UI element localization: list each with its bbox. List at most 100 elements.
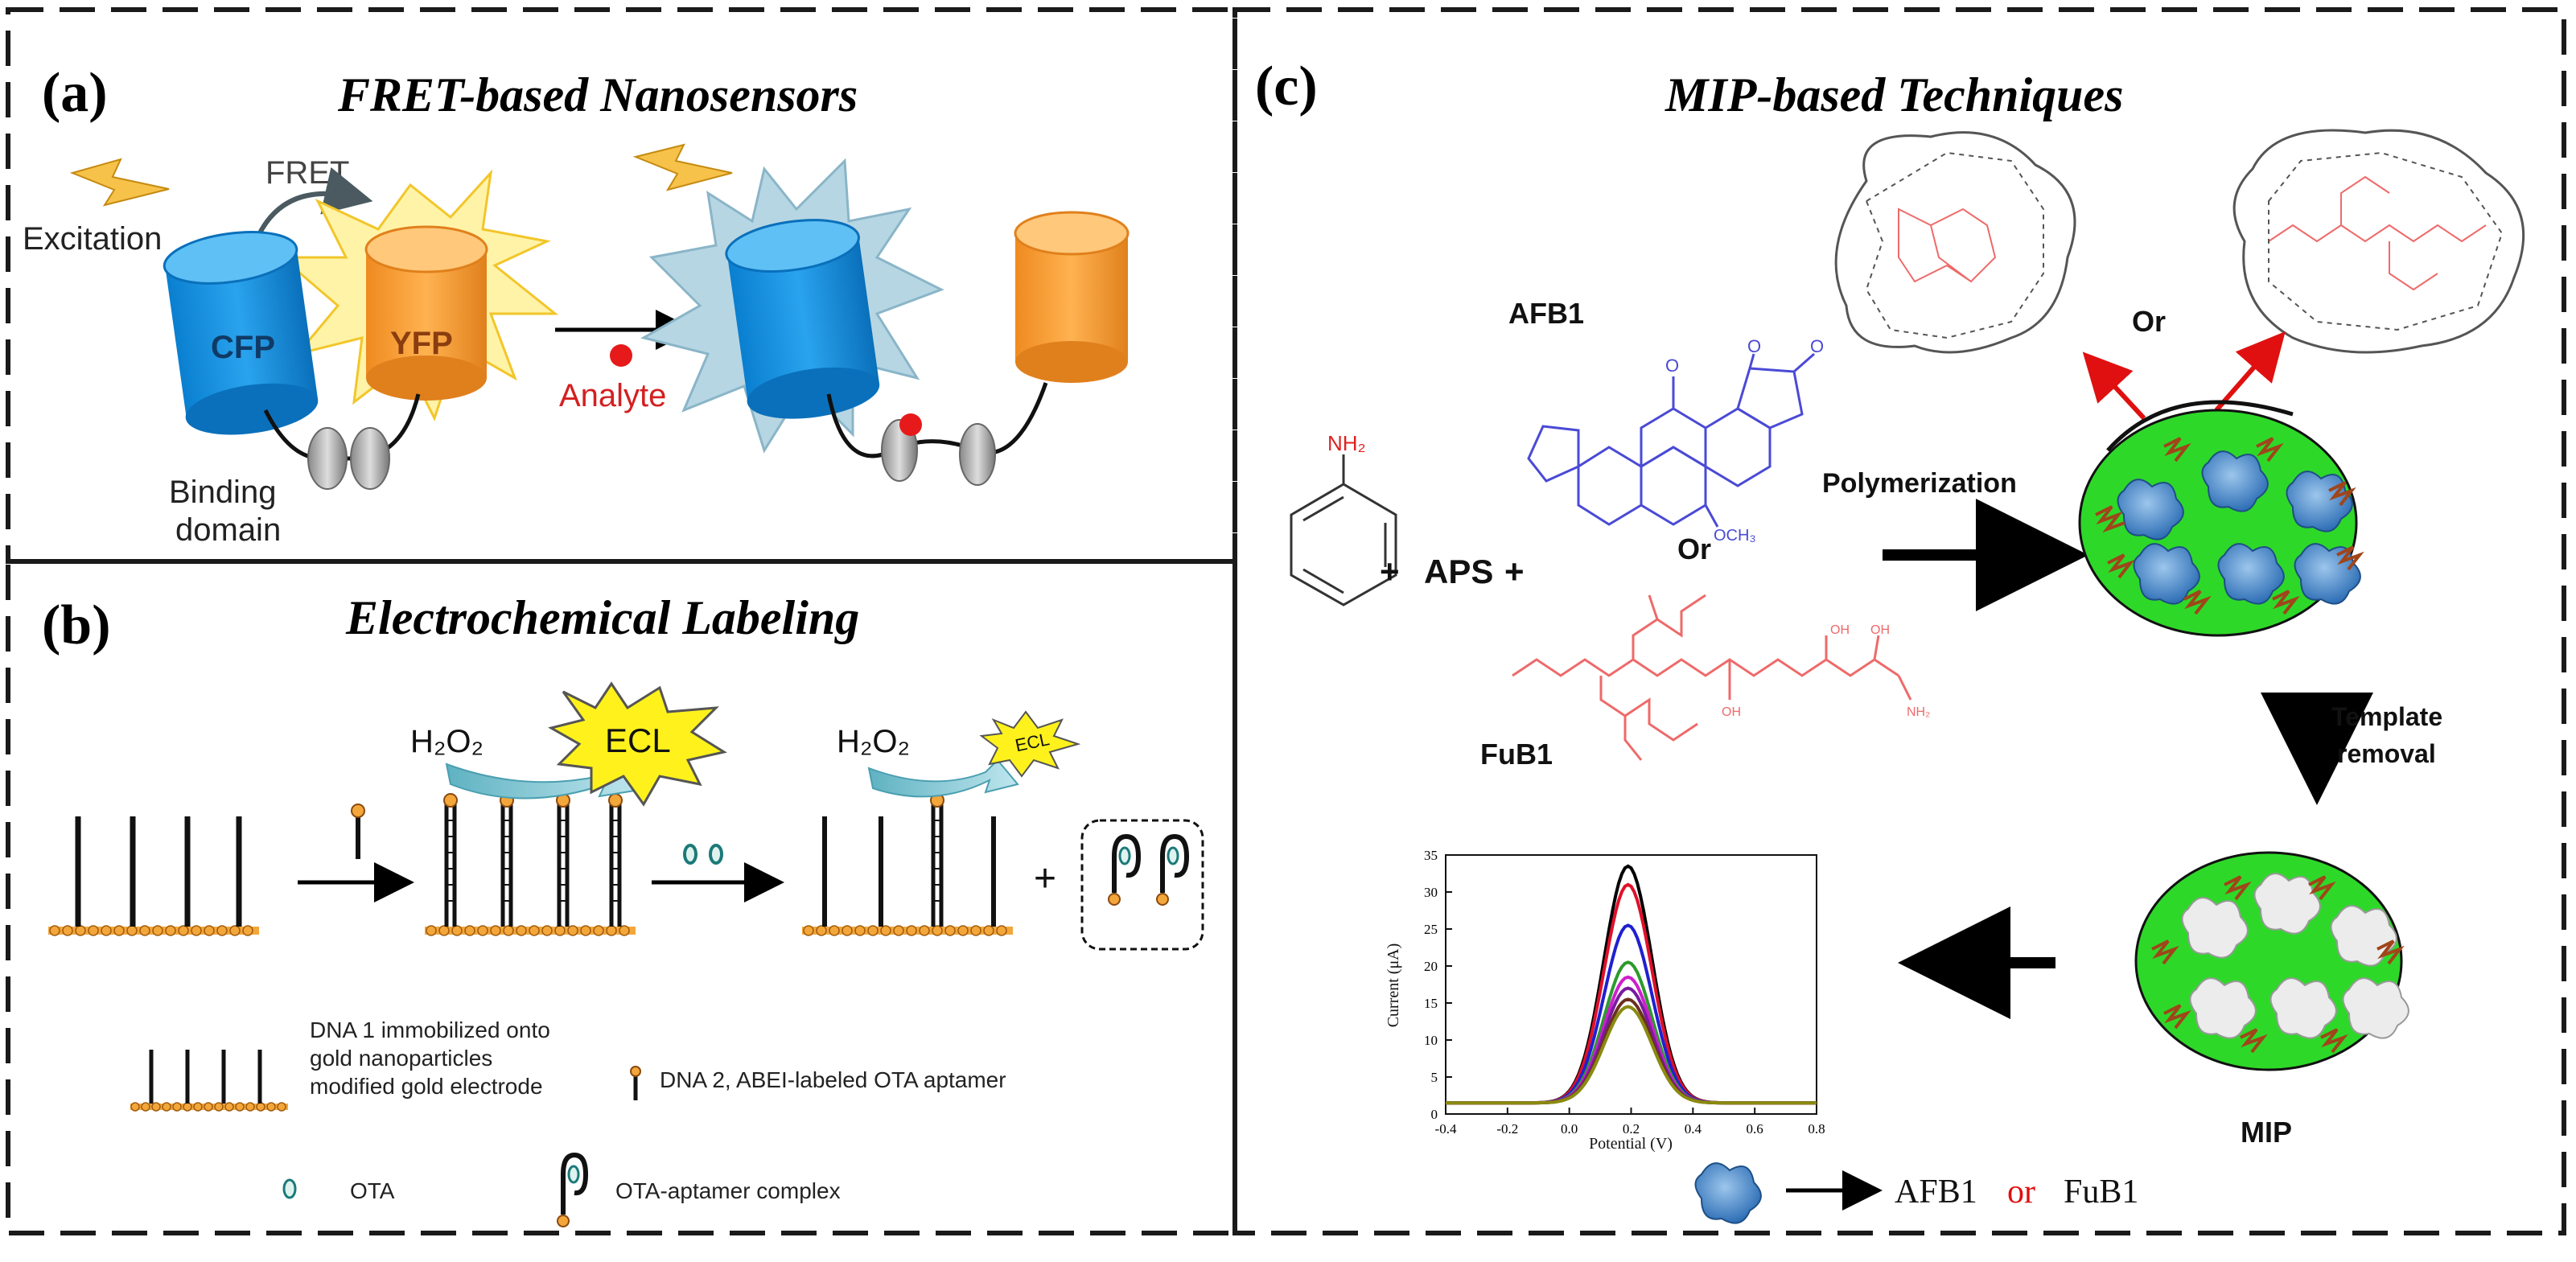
chart-y-tick-label: 25	[1424, 922, 1438, 937]
chart-y-tick-label: 0	[1431, 1107, 1438, 1122]
chart-x-tick-label: 0.6	[1747, 1121, 1763, 1137]
dna2-probe-icon	[351, 804, 365, 859]
fub1-atom: OH	[1870, 623, 1890, 637]
inset-arrow	[2082, 351, 2146, 421]
panel-b-letter: (b)	[42, 594, 111, 656]
fub1-atom: NH₂	[1907, 705, 1930, 719]
legend-dna2-text: DNA 2, ABEI-labeled OTA aptamer	[660, 1067, 1006, 1092]
afb1-structure	[1527, 352, 1815, 528]
plus-sign: +	[1380, 553, 1400, 590]
polymer-cavity-fub1-contents	[2268, 151, 2504, 331]
chart-x-tick-label: 0.8	[1808, 1121, 1825, 1137]
ota-aptamer-complex-icon	[1108, 833, 1190, 906]
afb1-o: O	[1665, 356, 1679, 376]
chart-plot-frame	[1445, 854, 1817, 1115]
panel-b-title: Electrochemical Labeling	[345, 591, 859, 644]
chart-y-tick-label: 30	[1424, 885, 1438, 900]
excitation-label: Excitation	[23, 221, 162, 257]
legend-dna1-text: DNA 1 immobilized onto	[310, 1017, 550, 1042]
template-removal-label: removal	[2337, 739, 2436, 768]
surface-loop	[2106, 400, 2294, 452]
chart-x-tick-label: 0.0	[1561, 1121, 1578, 1137]
nh2-label: NH₂	[1327, 431, 1366, 455]
hybridized-electrode	[425, 793, 636, 936]
empty-cavities	[2181, 873, 2409, 1039]
dna1-electrode	[48, 816, 259, 936]
afb1-label: AFB1	[1508, 297, 1584, 330]
panel-a-frame	[6, 7, 1237, 564]
polymer-cavity-fub1	[2232, 129, 2525, 354]
polymer-cavity-afb1-contents	[1865, 151, 2044, 339]
chart-series-group	[1446, 864, 1817, 1105]
legend-ota-text: OTA	[350, 1178, 395, 1203]
afb1-och3: OCH₃	[1714, 527, 1756, 545]
fub1-label: FuB1	[1480, 738, 1553, 771]
or-label-top: Or	[2132, 305, 2166, 338]
panel-c: (c) MIP-based Techniques NH₂ + APS + AFB…	[1255, 55, 2525, 1224]
template-removal-label: Template	[2331, 702, 2442, 731]
chart-y-tick-label: 20	[1424, 959, 1438, 974]
binding-bead	[959, 423, 996, 486]
h2o2-ribbon	[445, 758, 641, 800]
binding-linker-bound	[826, 382, 1048, 458]
chart-y-tick-label: 35	[1424, 848, 1438, 863]
chart-xlabel: Potential (V)	[1589, 1135, 1673, 1153]
binding-bead	[350, 427, 390, 490]
binding-bead	[307, 427, 348, 490]
fret-label: FRET	[265, 155, 349, 191]
panel-a: (a) FRET-based Nanosensors Excitation FR…	[23, 62, 1130, 548]
legend-complex-icon	[557, 1152, 589, 1227]
panel-a-letter: (a)	[42, 62, 108, 124]
panel-b-frame	[6, 559, 1237, 1235]
chart-series-7	[1446, 1005, 1817, 1105]
panel-frames	[6, 7, 2566, 1235]
plus-sign: +	[1034, 857, 1056, 900]
analyte-dot-bound	[899, 413, 922, 436]
cfp-label: CFP	[211, 330, 275, 365]
ecl-burst-large	[548, 681, 727, 807]
legend-fub1: FuB1	[2064, 1174, 2138, 1211]
h2o2-label: H₂O₂	[837, 724, 910, 759]
chart-y-tick-label: 5	[1431, 1070, 1438, 1085]
legend-dna1-text: gold nanoparticles	[310, 1046, 492, 1071]
cfp-cylinder-bright	[725, 219, 880, 419]
analyte-dot	[610, 344, 632, 367]
chart-y-tick-label: 15	[1424, 996, 1438, 1011]
chart-x-tick-label: -0.2	[1496, 1121, 1518, 1137]
legend-dna1-icon	[130, 1050, 288, 1112]
polymer-chains	[2095, 437, 2364, 615]
binding-domain-label: domain	[175, 512, 281, 548]
h2o2-ribbon	[867, 758, 1019, 798]
h2o2-label: H₂O₂	[410, 724, 484, 759]
legend-ota-icon	[282, 1178, 297, 1199]
fub1-atom: OH	[1722, 705, 1741, 719]
inset-arrow	[2214, 331, 2286, 412]
chart-x-tick-label: 0.2	[1623, 1121, 1640, 1137]
fret-arrow	[253, 166, 373, 243]
legend-or: or	[2007, 1174, 2035, 1211]
panel-c-letter: (c)	[1255, 55, 1318, 117]
template-legend-icon	[1694, 1162, 1762, 1224]
legend-afb1: AFB1	[1895, 1174, 1977, 1211]
displaced-electrode	[802, 793, 1013, 936]
legend-complex-text: OTA-aptamer complex	[615, 1178, 841, 1203]
legend-dna2-icon	[630, 1066, 641, 1100]
cfp-cylinder	[163, 231, 319, 435]
chart-y-ticks: 0 5 10 15 20 25 30 35	[1424, 848, 1452, 1122]
ecl-label-large: ECL	[605, 721, 671, 759]
ecl-burst-small	[979, 710, 1081, 778]
chart-y-tick-label: 10	[1424, 1033, 1438, 1048]
legend-dna1-text: modified gold electrode	[310, 1074, 543, 1099]
analyte-label: Analyte	[559, 378, 666, 413]
complex-box	[1080, 819, 1204, 951]
polymerization-label: Polymerization	[1822, 468, 2017, 499]
mip-label: MIP	[2241, 1116, 2292, 1149]
panel-c-frame	[1232, 7, 2566, 1235]
yfp-cylinder	[364, 225, 488, 401]
fub1-atom: OH	[1830, 623, 1850, 637]
or-label: Or	[1677, 532, 1711, 565]
yfp-label: YFP	[390, 326, 453, 361]
